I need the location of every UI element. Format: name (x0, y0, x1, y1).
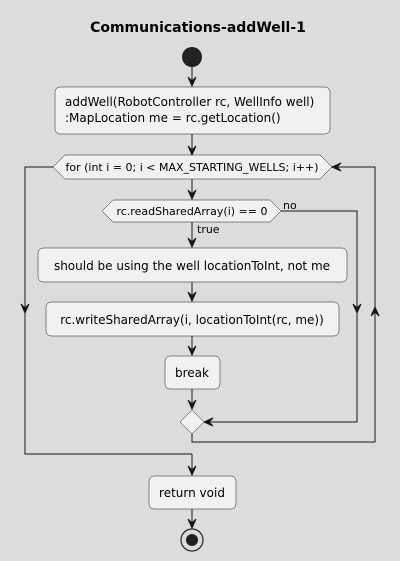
comment-action-text: should be using the well locationToInt, … (54, 259, 330, 273)
arrowhead (187, 399, 197, 411)
arrowhead (187, 518, 197, 530)
if-no-connector (204, 210, 358, 423)
start-node (182, 47, 202, 67)
return-action-text: return void (159, 486, 225, 500)
arrowhead (330, 162, 342, 172)
arrowhead (20, 303, 30, 315)
merge-node (179, 409, 205, 435)
arrowhead (187, 145, 197, 157)
end-node-core (186, 534, 198, 546)
break-action-text: break (175, 366, 209, 380)
end-node (180, 528, 204, 552)
arrowhead (370, 305, 380, 317)
arrowhead (187, 189, 197, 201)
arrowhead (187, 465, 197, 477)
arrowhead (187, 237, 197, 249)
if-condition-node (101, 199, 282, 223)
arrowhead (352, 303, 362, 315)
arrowhead (187, 76, 197, 88)
if-true-label: true (197, 223, 220, 236)
write-action-text: rc.writeSharedArray(i, locationToInt(rc,… (60, 313, 324, 327)
arrowhead (187, 345, 197, 357)
if-condition-text: rc.readSharedArray(i) == 0 (116, 205, 267, 218)
loop-back-connector (191, 166, 376, 443)
addwell-signature: addWell(RobotController rc, WellInfo wel… (65, 95, 314, 109)
arrowhead (202, 417, 214, 427)
diagram-title: Communications-addWell-1 (90, 20, 306, 36)
arrowhead (187, 291, 197, 303)
if-no-label: no (283, 199, 297, 212)
loop-condition-text: for (int i = 0; i < MAX_STARTING_WELLS; … (65, 161, 318, 174)
addwell-location: :MapLocation me = rc.getLocation() (65, 111, 281, 125)
